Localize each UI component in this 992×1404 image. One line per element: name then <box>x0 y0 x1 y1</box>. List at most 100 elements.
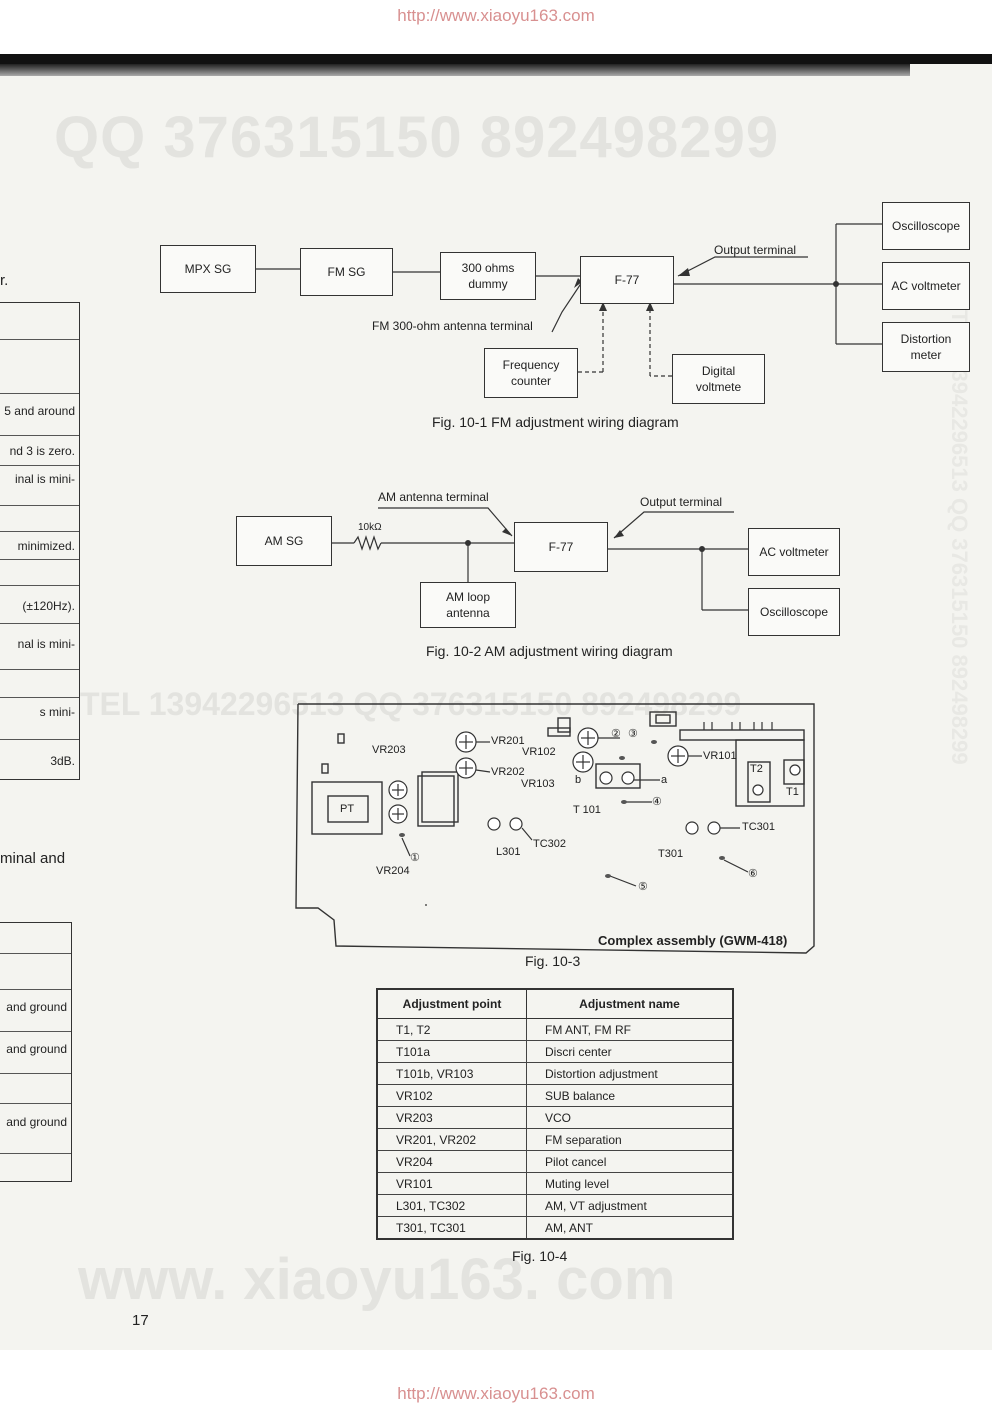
point-2-label: ② <box>611 728 621 740</box>
adjustment-name-cell: Pilot cancel <box>526 1150 734 1173</box>
fm-antenna-terminal-label: FM 300-ohm antenna terminal <box>372 319 533 333</box>
left-table-2: and ground and ground and ground <box>0 922 72 1182</box>
fig-10-4-caption: Fig. 10-4 <box>512 1248 568 1264</box>
left-table-2-row: and ground <box>0 1103 71 1153</box>
complex-assembly-label: Complex assembly (GWM-418) <box>598 933 788 948</box>
t1-label: T1 <box>786 786 799 798</box>
scan-edge-shadow <box>0 64 910 76</box>
ac-voltmeter-box-am: AC voltmeter <box>748 528 840 576</box>
l301-label: L301 <box>496 846 521 858</box>
adjustment-name-cell: Muting level <box>526 1172 734 1195</box>
fig-10-3-caption: Fig. 10-3 <box>525 953 581 969</box>
resistor-label: 10kΩ <box>358 522 382 533</box>
vr201-label: VR201 <box>491 735 525 747</box>
dummy-line-1: 300 ohms <box>461 261 515 275</box>
tc302-label: TC302 <box>533 838 567 850</box>
adjustment-point-cell: VR101 <box>376 1172 527 1195</box>
footer-url[interactable]: http://www.xiaoyu163.com <box>397 1384 595 1403</box>
dist-line-2: meter <box>910 348 942 362</box>
adjustment-point-cell: VR203 <box>376 1106 527 1129</box>
left-table-1: 5 and around nd 3 is zero. inal is mini-… <box>0 302 80 780</box>
adjustment-point-cell: VR102 <box>376 1084 527 1107</box>
adjustment-name-cell: FM ANT, FM RF <box>526 1018 734 1041</box>
output-terminal-label-fm: Output terminal <box>714 243 797 257</box>
adjustment-point-cell: T301, TC301 <box>376 1216 527 1240</box>
ac-voltmeter-box-fm: AC voltmeter <box>882 262 970 310</box>
header-url[interactable]: http://www.xiaoyu163.com <box>397 6 595 25</box>
point-3-label: ③ <box>628 728 638 740</box>
f77-box-fm: F-77 <box>580 256 674 304</box>
page-number: 17 <box>132 1312 149 1329</box>
adjustment-point-cell: VR204 <box>376 1150 527 1173</box>
watermark-top: QQ 376315150 892498299 <box>54 105 780 170</box>
adjustment-name-cell: FM separation <box>526 1128 734 1151</box>
vr101-label: VR101 <box>703 750 737 762</box>
point-4-label: ④ <box>652 796 662 808</box>
am-antenna-terminal-label: AM antenna terminal <box>378 490 489 504</box>
dummy-box: 300 ohms dummy <box>440 252 536 300</box>
point-b-label: b <box>575 774 582 786</box>
vr103-label: VR103 <box>521 778 555 790</box>
header-adjustment-point: Adjustment point <box>376 988 527 1019</box>
am-loop-antenna-box: AM loop antenna <box>420 582 516 628</box>
adjustment-name-cell: VCO <box>526 1106 734 1129</box>
f77-box-am: F-77 <box>514 522 608 572</box>
adjustment-name-cell: SUB balance <box>526 1084 734 1107</box>
distortion-meter-box: Distortion meter <box>882 322 970 372</box>
fig-10-1-caption: Fig. 10-1 FM adjustment wiring diagram <box>432 414 679 430</box>
output-terminal-label-am: Output terminal <box>640 495 723 509</box>
fig-10-2-caption: Fig. 10-2 AM adjustment wiring diagram <box>426 643 673 659</box>
point-6-label: ⑥ <box>748 868 758 880</box>
point-1-label: ① <box>410 852 420 864</box>
tc301-label: TC301 <box>742 821 776 833</box>
adjustment-name-cell: Distortion adjustment <box>526 1062 734 1085</box>
dvm-line-1: Digital <box>701 364 736 378</box>
left-text-mid: minal and <box>0 850 66 867</box>
header-adjustment-name: Adjustment name <box>526 988 734 1019</box>
adjustment-point-cell: T1, T2 <box>376 1018 527 1041</box>
adjustment-point-cell: T101b, VR103 <box>376 1062 527 1085</box>
t2-label: T2 <box>750 763 763 775</box>
left-stray-text: r. <box>0 272 9 289</box>
digital-voltmeter-box: Digital voltmete <box>672 354 765 404</box>
loop-line-2: antenna <box>446 606 490 620</box>
adjustment-point-cell: T101a <box>376 1040 527 1063</box>
vr203-label: VR203 <box>372 744 406 756</box>
adjustment-point-cell: L301, TC302 <box>376 1194 527 1217</box>
oscilloscope-box-am: Oscilloscope <box>748 588 840 636</box>
vr202-label: VR202 <box>491 766 525 778</box>
left-table-1-row: minimized. <box>0 531 79 559</box>
oscilloscope-box-fm: Oscilloscope <box>882 202 970 250</box>
point-a-label: a <box>661 774 668 786</box>
left-table-2-row: and ground <box>0 989 71 1031</box>
fm-sg-box: FM SG <box>300 248 393 296</box>
left-table-1-row: nal is mini- <box>0 623 79 669</box>
adjustment-point-cell: VR201, VR202 <box>376 1128 527 1151</box>
mpx-sg-box: MPX SG <box>160 245 256 293</box>
freq-line-1: Frequency <box>502 358 560 372</box>
pt-label: PT <box>340 803 355 815</box>
left-table-1-row: nd 3 is zero. <box>0 435 79 465</box>
vr102-label: VR102 <box>522 746 556 758</box>
table-header-row: Adjustment point Adjustment name <box>376 988 734 1019</box>
am-sg-box: AM SG <box>236 516 332 566</box>
left-table-1-row: 3dB. <box>0 739 79 781</box>
watermark-bottom: www. xiaoyu163. com <box>78 1247 676 1312</box>
dummy-line-2: dummy <box>468 277 508 291</box>
adjustment-name-cell: AM, ANT <box>526 1216 734 1240</box>
frequency-counter-box: Frequency counter <box>484 348 578 398</box>
adjustment-name-cell: Discri center <box>526 1040 734 1063</box>
left-table-1-row: inal is mini- <box>0 465 79 505</box>
